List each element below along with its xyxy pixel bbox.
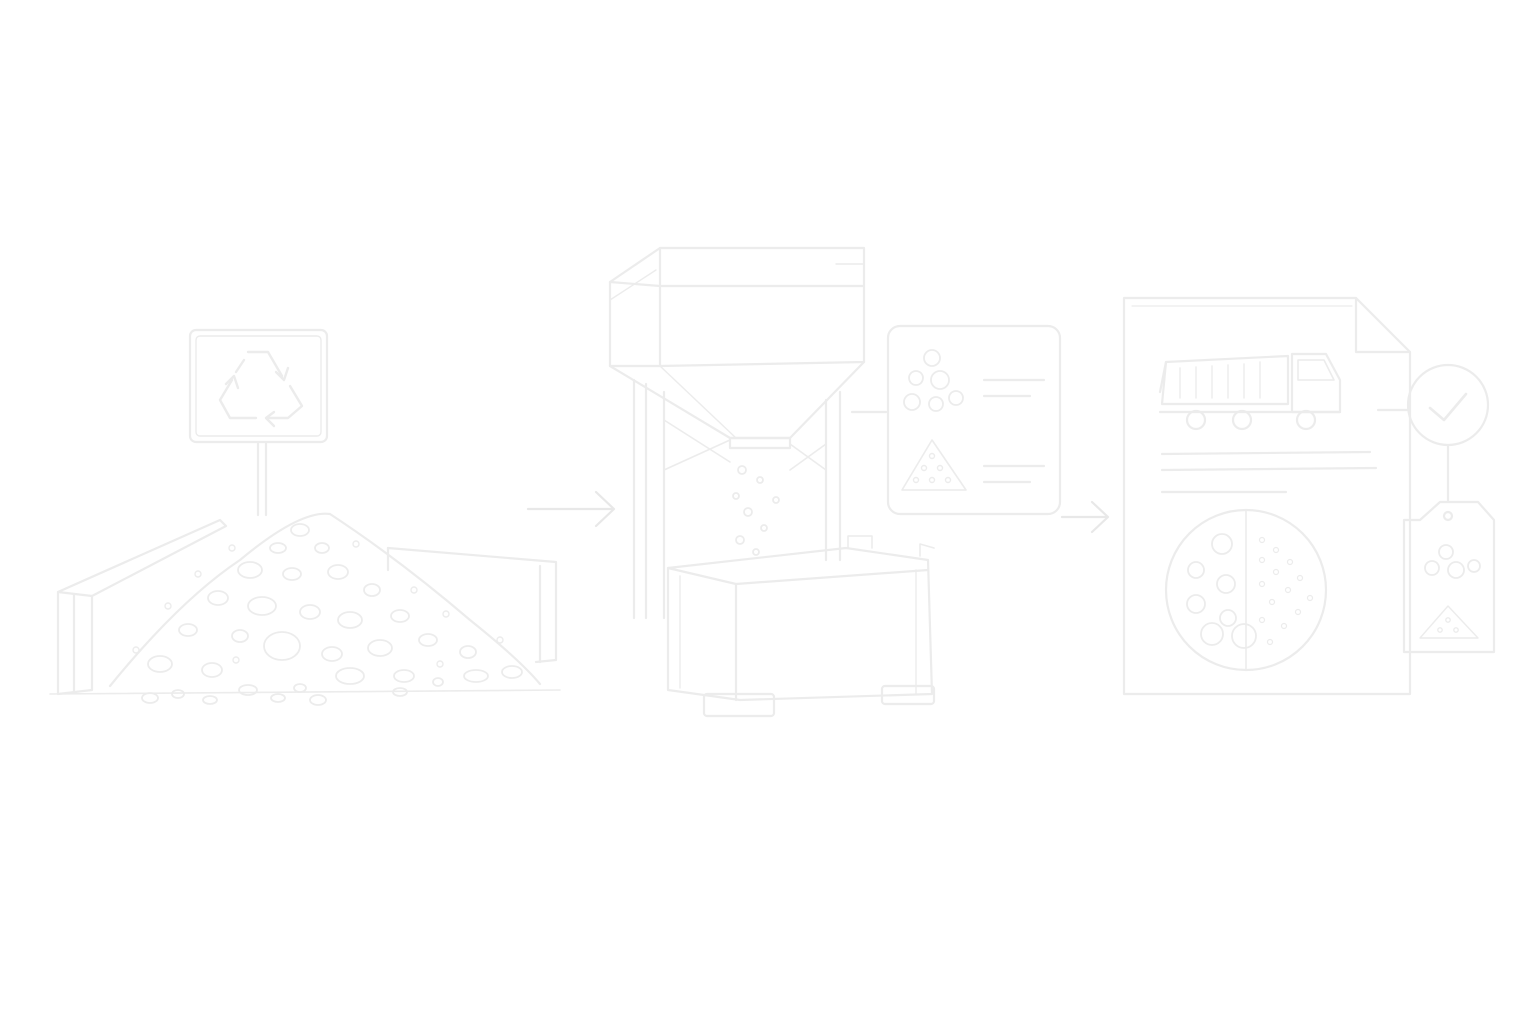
dump-truck-icon [1158,352,1342,431]
check-seal-icon [1376,363,1490,504]
particle-size-card-icon [850,324,1062,516]
material-tag-icon [1402,500,1496,654]
recycle-icon [218,350,304,428]
certificate-document-with-truck-icon [1122,296,1412,696]
arrow-right-icon [526,490,616,528]
screening-hopper-machine-icon [608,246,936,718]
arrow-right-icon [1060,500,1110,534]
stockpile-with-recycling-sign-icon [49,328,561,706]
